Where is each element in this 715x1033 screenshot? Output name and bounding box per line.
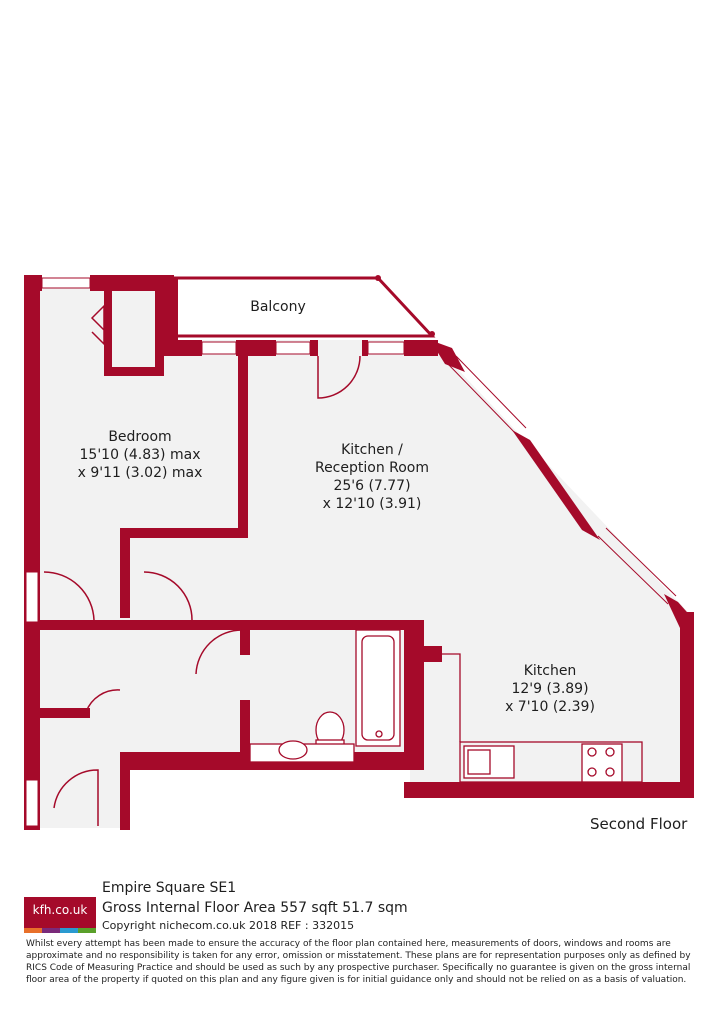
floor-label: Second Floor (590, 815, 688, 833)
basin (278, 740, 308, 760)
kitchen-label: Kitchen 12'9 (3.89) x 7'10 (2.39) (505, 663, 595, 715)
diagonal-windows (447, 355, 677, 605)
floor-area: Gross Internal Floor Area 557 sqft 51.7 … (102, 900, 408, 916)
logo-text: kfh.co.uk (32, 903, 88, 917)
logo-color-bar (24, 928, 96, 933)
balcony-label: Balcony (250, 299, 306, 315)
disclaimer: Whilst every attempt has been made to en… (26, 939, 691, 985)
fixtures (249, 629, 643, 783)
copyright: Copyright nichecom.co.uk 2018 REF : 3320… (102, 919, 355, 932)
kfh-logo: kfh.co.uk (24, 897, 96, 933)
door-swings (43, 304, 361, 826)
floor-plan (24, 275, 694, 830)
windows (25, 277, 405, 827)
bedroom-label: Bedroom 15'10 (4.83) max x 9'11 (3.02) m… (77, 429, 203, 481)
floor-area (34, 284, 688, 828)
property-address: Empire Square SE1 (102, 880, 237, 896)
counter (459, 741, 643, 783)
reception-label: Kitchen / Reception Room 25'6 (7.77) x 1… (314, 442, 430, 512)
walls (24, 275, 694, 830)
title-block: Empire Square SE1 Gross Internal Floor A… (102, 879, 408, 934)
